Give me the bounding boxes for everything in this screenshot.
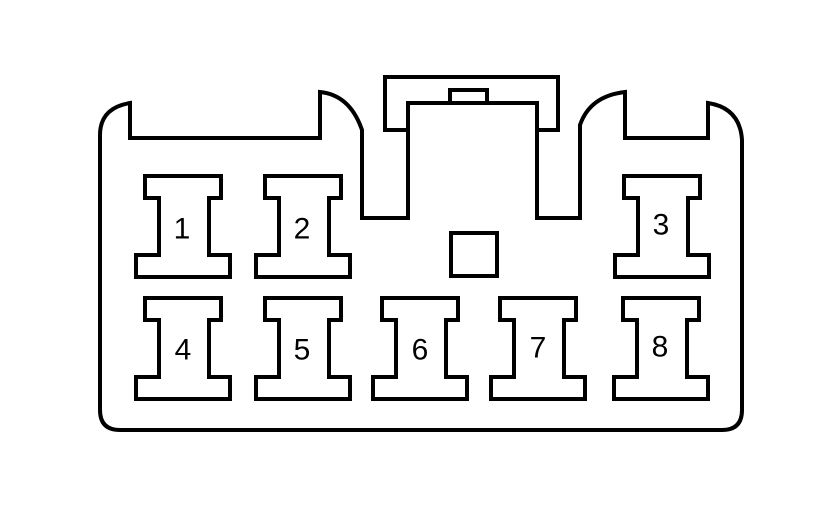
pin-label-1: 1 xyxy=(174,213,191,246)
pin-label-8: 8 xyxy=(652,331,669,364)
pin-cavity-8 xyxy=(612,296,710,401)
pin-label-3: 3 xyxy=(653,209,670,242)
pin-label-2: 2 xyxy=(294,213,311,246)
pin-cavity-7 xyxy=(489,296,587,401)
polarization-key xyxy=(449,231,499,278)
pin-cavity-6 xyxy=(371,296,469,401)
pin-label-6: 6 xyxy=(412,334,429,367)
pin-cavity-5 xyxy=(254,296,352,401)
pin-cavity-3 xyxy=(613,174,711,279)
pin-label-4: 4 xyxy=(175,334,192,367)
pin-cavity-1 xyxy=(134,174,232,279)
locking-latch xyxy=(383,75,560,132)
latch-tab xyxy=(448,88,489,105)
pin-cavity-4 xyxy=(134,296,232,401)
pin-label-7: 7 xyxy=(530,332,547,365)
pin-cavity-2 xyxy=(254,174,352,279)
pin-label-5: 5 xyxy=(294,334,311,367)
connector-housing xyxy=(98,89,744,432)
